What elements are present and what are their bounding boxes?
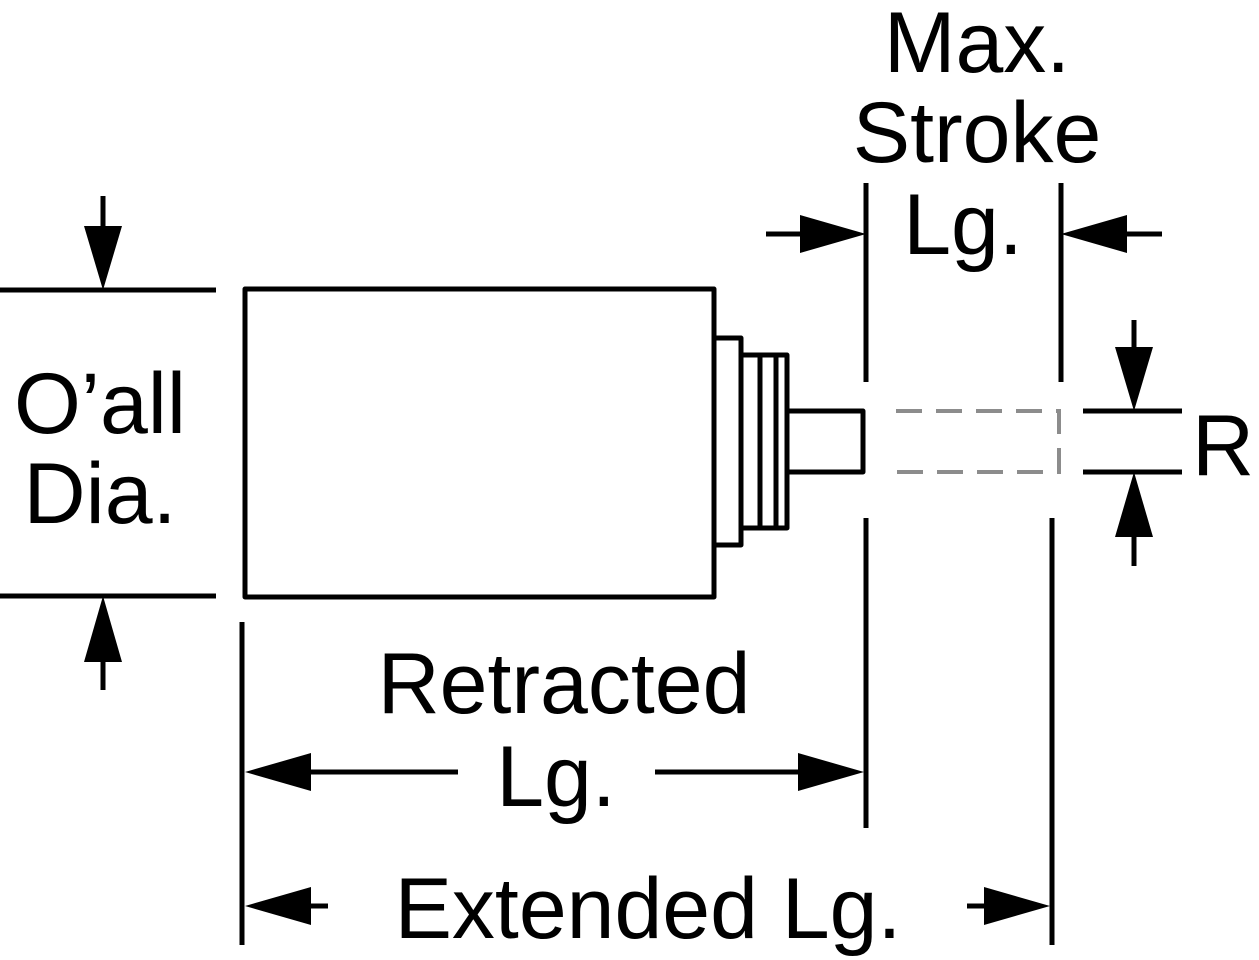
extended-rod-ghost xyxy=(896,409,1061,474)
extended-left-arrowhead xyxy=(245,887,311,925)
overall-dia-bottom-arrowhead xyxy=(84,596,122,662)
stroke-left-arrowhead xyxy=(800,215,866,253)
max-stroke-label-line3: Lg. xyxy=(903,177,1023,273)
max-stroke-label-line1: Max. xyxy=(884,0,1070,91)
retracted-length-dimension xyxy=(245,753,864,791)
max-stroke-dimension xyxy=(766,183,1162,382)
overall-dia-dimension xyxy=(0,196,216,690)
overall-dia-label-line1: O’all xyxy=(14,356,186,452)
cylinder-body xyxy=(242,286,717,600)
retracted-left-arrowhead xyxy=(245,753,311,791)
extended-label: Extended Lg. xyxy=(395,861,902,957)
rod-top-arrowhead xyxy=(1115,347,1153,411)
retracted-label-line2: Lg. xyxy=(496,729,616,825)
actuator-body xyxy=(242,286,866,600)
extended-right-arrowhead xyxy=(984,887,1050,925)
max-stroke-label-line2: Stroke xyxy=(853,85,1102,181)
rod-dim-label: R xyxy=(1192,398,1254,494)
collar-outer xyxy=(738,352,790,531)
extended-length-dimension xyxy=(245,887,1050,925)
end-flange xyxy=(711,335,744,548)
retracted-label-line1: Retracted xyxy=(378,636,751,732)
overall-dia-top-arrowhead xyxy=(84,226,122,290)
retracted-right-arrowhead xyxy=(798,753,864,791)
piston-rod xyxy=(784,408,866,475)
stroke-right-arrowhead xyxy=(1061,215,1127,253)
extended-rod-outline xyxy=(896,409,1061,474)
rod-bottom-arrowhead xyxy=(1115,472,1153,537)
rod-dimension xyxy=(1083,320,1182,566)
overall-dia-label-line2: Dia. xyxy=(24,446,177,542)
